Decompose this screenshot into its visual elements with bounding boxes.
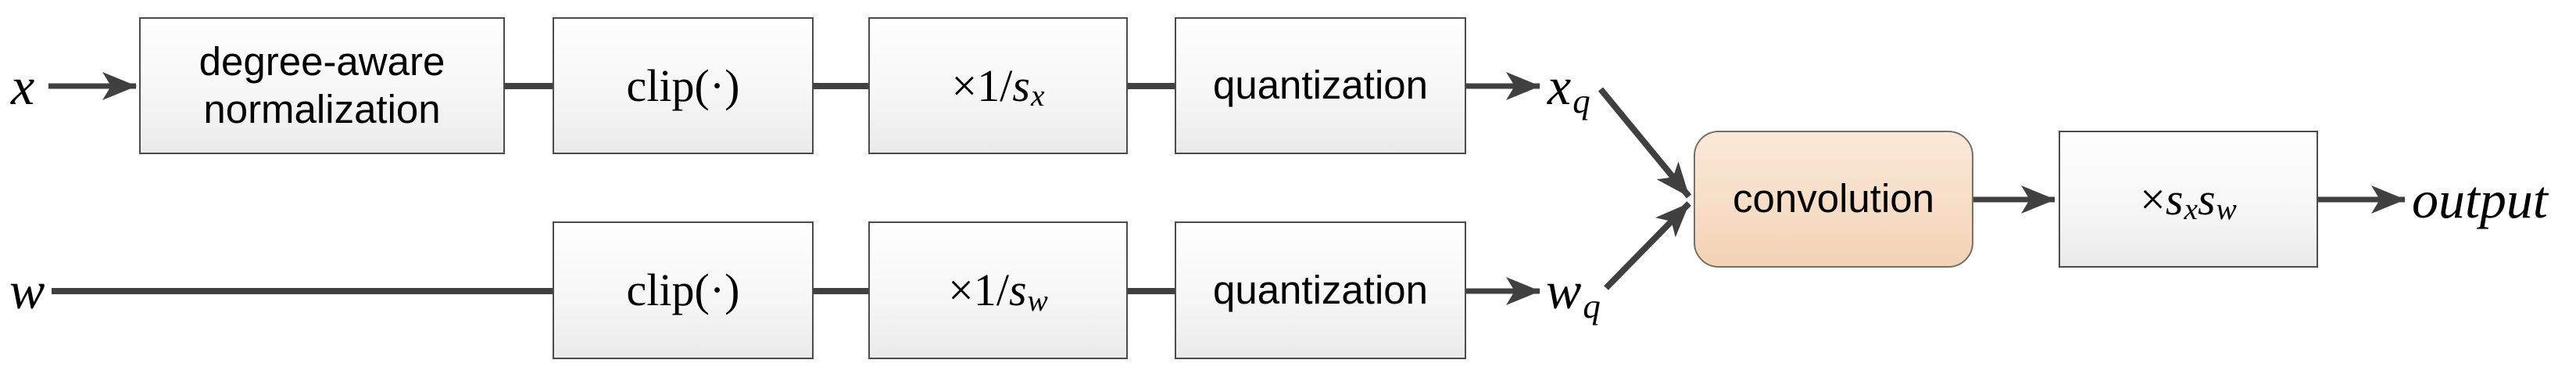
rescale-subscript2: w bbox=[2216, 192, 2237, 227]
clip-x-box: clip(·) bbox=[553, 17, 814, 154]
scale-w-prefix: ×1/ bbox=[948, 264, 1009, 315]
wq-base: w bbox=[1546, 261, 1582, 320]
rescale-base1: s bbox=[2165, 173, 2184, 225]
input-w-label: w bbox=[9, 221, 45, 359]
arrow-xq-to-convolution bbox=[1597, 87, 1692, 199]
input-x-label: x bbox=[11, 17, 34, 154]
wq-subscript: q bbox=[1583, 286, 1601, 326]
output-text: output bbox=[2412, 169, 2548, 229]
xq-label: x q bbox=[1547, 17, 1590, 154]
rescale-prefix: × bbox=[2140, 173, 2166, 225]
normalization-line1: degree-aware bbox=[199, 39, 445, 85]
scale-x-subscript: x bbox=[1030, 78, 1045, 113]
convolution-label: convolution bbox=[1732, 176, 1934, 221]
quantization-w-box: quantization bbox=[1175, 221, 1466, 359]
input-w-text: w bbox=[9, 261, 45, 320]
clip-w-label: clip(·) bbox=[626, 264, 740, 315]
rescale-subscript1: x bbox=[2184, 192, 2198, 227]
scale-w-base: s bbox=[1008, 264, 1027, 315]
normalization-box: degree-aware normalization bbox=[139, 17, 505, 154]
scale-x-base: s bbox=[1012, 59, 1030, 111]
xq-base: x bbox=[1547, 56, 1572, 116]
normalization-line2: normalization bbox=[203, 86, 441, 131]
scale-x-prefix: ×1/ bbox=[951, 59, 1013, 111]
clip-w-box: clip(·) bbox=[553, 221, 814, 359]
quantization-x-label: quantization bbox=[1212, 63, 1429, 108]
arrow-wq-to-convolution bbox=[1604, 201, 1691, 290]
input-x-text: x bbox=[11, 56, 35, 116]
clip-x-label: clip(·) bbox=[626, 59, 740, 111]
rescale-base2: s bbox=[2197, 173, 2216, 225]
xq-subscript: q bbox=[1572, 81, 1590, 121]
wq-label: w q bbox=[1546, 221, 1601, 359]
convolution-box: convolution bbox=[1694, 131, 1973, 268]
quantization-w-label: quantization bbox=[1212, 267, 1429, 312]
output-label: output bbox=[2412, 131, 2548, 268]
quantization-x-box: quantization bbox=[1175, 17, 1466, 154]
scale-w-subscript: w bbox=[1027, 282, 1048, 318]
